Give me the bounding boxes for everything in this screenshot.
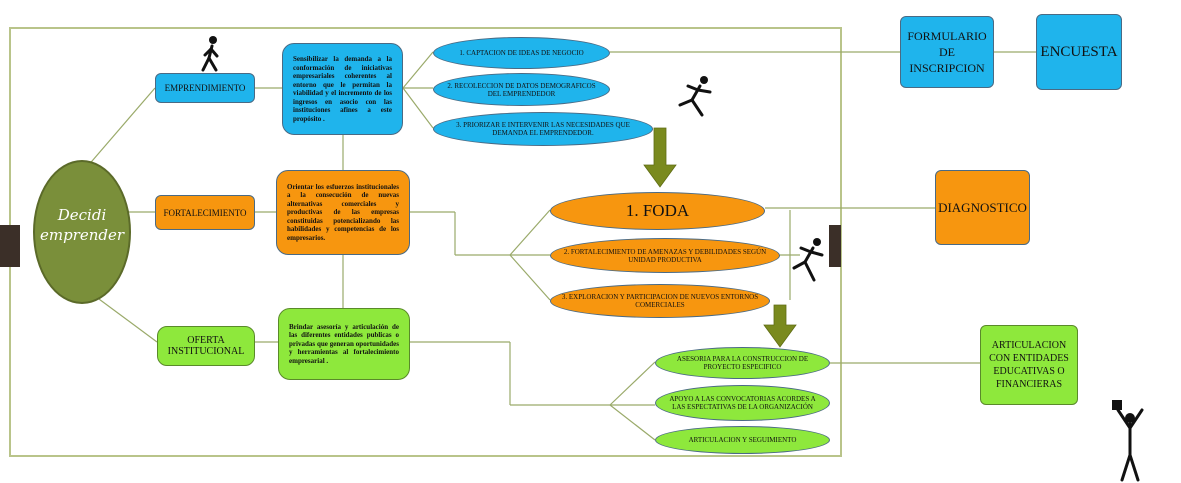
emprendimiento-description: Sensibilizar la demanda a la conformació… <box>282 43 403 135</box>
decidi-emprender-logo: Decidi emprender <box>33 160 131 304</box>
running-person-icon <box>792 238 824 282</box>
oferta-description: Brindar asesoría y articulación de las d… <box>278 308 410 380</box>
emprendimiento-box: EMPRENDIMIENTO <box>155 73 255 103</box>
flow-arrows <box>643 127 797 348</box>
oferta-institucional-box: OFERTA INSTITUCIONAL <box>157 326 255 366</box>
logo-line-1: Decidi <box>57 206 107 224</box>
fortalecimiento-box: FORTALECIMIENTO <box>155 195 255 230</box>
asesoria-proyecto-ellipse: ASESORIA PARA LA CONSTRUCCION DE PROYECT… <box>655 347 830 379</box>
fortalecimiento-amenazas-ellipse: 2. FORTALECIMIENTO DE AMENAZAS Y DEBILID… <box>550 238 780 273</box>
connector-lines <box>79 51 1036 441</box>
captacion-ideas-ellipse: 1. CAPTACION DE IDEAS DE NEGOCIO <box>433 37 610 69</box>
running-person-icon <box>678 76 712 117</box>
encuesta-box: ENCUESTA <box>1036 14 1122 90</box>
articulacion-seguimiento-ellipse: ARTICULACION Y SEGUIMIENTO <box>655 426 830 454</box>
celebrating-person-icon <box>1112 400 1144 482</box>
arrow-down-to-asesoria <box>763 304 797 348</box>
priorizar-necesidades-ellipse: 3. PRIORIZAR E INTERVENIR LAS NECESIDADE… <box>433 112 653 146</box>
fortalecimiento-description: Orientar los esfuerzos institucionales a… <box>276 170 410 255</box>
exploracion-entornos-ellipse: 3. EXPLORACION Y PARTICIPACION DE NUEVOS… <box>550 284 770 318</box>
formulario-inscripcion-box: FORMULARIO DE INSCRIPCION <box>900 16 994 88</box>
foda-ellipse: 1. FODA <box>550 192 765 230</box>
left-side-bar <box>0 225 20 267</box>
recoleccion-datos-ellipse: 2. RECOLECCION DE DATOS DEMOGRAFICOS DEL… <box>433 73 610 106</box>
walking-person-icon <box>201 36 219 72</box>
arrow-down-to-foda <box>643 127 677 188</box>
articulacion-entidades-box: ARTICULACION CON ENTIDADES EDUCATIVAS O … <box>980 325 1078 405</box>
apoyo-convocatorias-ellipse: APOYO A LAS CONVOCATORIAS ACORDES A LAS … <box>655 385 830 421</box>
right-side-bar <box>829 225 841 267</box>
diagnostico-box: DIAGNOSTICO <box>935 170 1030 245</box>
logo-line-2: emprender <box>39 226 125 244</box>
